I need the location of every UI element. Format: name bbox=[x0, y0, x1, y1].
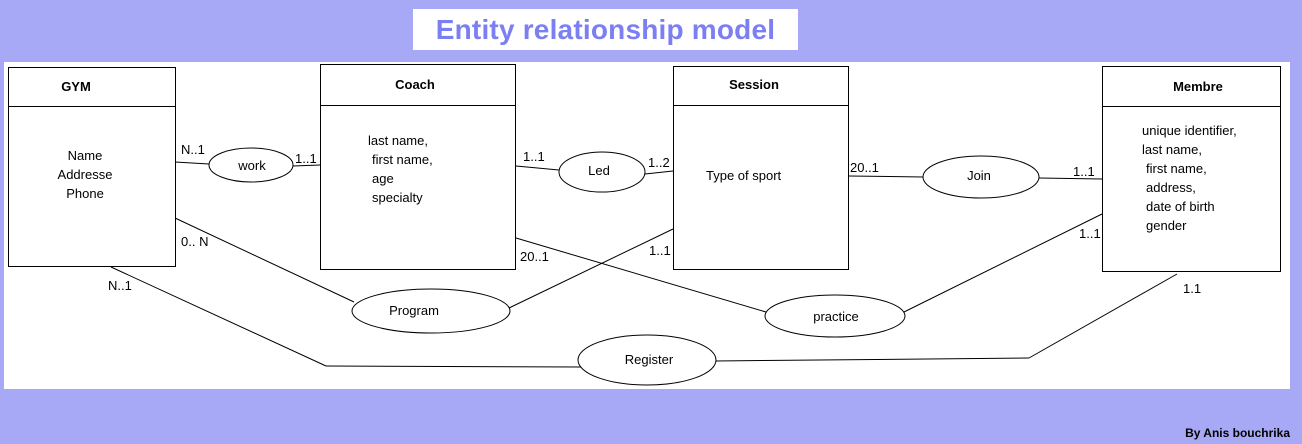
rel-led-label: Led bbox=[588, 163, 610, 178]
line-gym-program bbox=[174, 217, 355, 303]
line-program-session bbox=[508, 228, 674, 309]
card-membre-join: 1..1 bbox=[1073, 164, 1095, 179]
membre-attr-gender: gender bbox=[1146, 218, 1187, 233]
rel-register bbox=[577, 334, 717, 386]
card-session-join: 20..1 bbox=[850, 160, 879, 175]
membre-attr-first-name: first name, bbox=[1146, 161, 1207, 176]
rel-program-label: Program bbox=[389, 303, 439, 318]
rel-practice-label: practice bbox=[813, 309, 859, 324]
rel-join bbox=[922, 155, 1040, 199]
membre-attr-id: unique identifier, bbox=[1142, 123, 1237, 138]
line-practice-membre bbox=[903, 213, 1103, 313]
gym-header: GYM bbox=[61, 79, 91, 94]
card-membre-register: 1.1 bbox=[1183, 281, 1201, 296]
card-coach-led: 1..1 bbox=[523, 149, 545, 164]
membre-header: Membre bbox=[1173, 79, 1223, 94]
session-attr-type: Type of sport bbox=[706, 168, 782, 183]
diagram-title: Entity relationship model bbox=[435, 13, 776, 45]
card-membre-practice: 1..1 bbox=[1079, 226, 1101, 241]
session-box bbox=[673, 66, 849, 270]
card-session-led: 1..2 bbox=[648, 155, 670, 170]
entity-coach: Coach last name, first name, age special… bbox=[320, 64, 516, 270]
cardinalities: N..1 1..1 1..1 1..2 20..1 1..1 0.. N 20.… bbox=[108, 142, 1201, 296]
card-gym-work: N..1 bbox=[181, 142, 205, 157]
card-session-program: 1..1 bbox=[649, 243, 671, 258]
session-header: Session bbox=[729, 77, 779, 92]
gym-attr-name: Name bbox=[68, 148, 103, 163]
membre-attr-address: address, bbox=[1146, 180, 1196, 195]
rel-program bbox=[351, 288, 511, 334]
coach-attr-specialty: specialty bbox=[372, 190, 423, 205]
relationships bbox=[208, 147, 1040, 386]
coach-header: Coach bbox=[395, 77, 435, 92]
title-box: Entity relationship model bbox=[413, 9, 798, 50]
line-register-membre-a bbox=[714, 357, 1030, 362]
line-gym-register-a bbox=[110, 266, 327, 367]
membre-attr-last-name: last name, bbox=[1142, 142, 1202, 157]
line-led-session bbox=[644, 170, 674, 175]
line-gym-work bbox=[174, 161, 210, 165]
membre-attr-dob: date of birth bbox=[1146, 199, 1215, 214]
rel-practice bbox=[764, 294, 906, 338]
card-coach-practice: 20..1 bbox=[520, 249, 549, 264]
gym-box bbox=[8, 67, 176, 267]
membre-box bbox=[1102, 66, 1281, 272]
line-session-join bbox=[848, 175, 924, 178]
rel-join-label: Join bbox=[967, 168, 991, 183]
line-register-membre-b bbox=[1028, 273, 1178, 359]
gym-attr-address: Addresse bbox=[58, 167, 113, 182]
line-gym-register-b bbox=[325, 365, 582, 368]
rel-register-label: Register bbox=[625, 352, 674, 367]
entity-session: Session Type of sport bbox=[673, 66, 849, 270]
coach-attr-first-name: first name, bbox=[372, 152, 433, 167]
diagram-canvas: GYM Name Addresse Phone Coach last name,… bbox=[4, 62, 1290, 389]
line-coach-practice bbox=[515, 237, 767, 313]
rel-work-label: work bbox=[237, 158, 266, 173]
rel-led bbox=[558, 151, 646, 193]
gym-attr-phone: Phone bbox=[66, 186, 104, 201]
line-coach-led bbox=[515, 165, 560, 171]
line-join-membre bbox=[1038, 177, 1103, 180]
coach-attr-last-name: last name, bbox=[368, 133, 428, 148]
connector-lines bbox=[110, 161, 1178, 368]
coach-box bbox=[320, 64, 516, 270]
coach-attr-age: age bbox=[372, 171, 394, 186]
author-credit: By Anis bouchrika bbox=[1185, 426, 1290, 440]
rel-work bbox=[208, 147, 294, 183]
line-work-coach bbox=[292, 164, 321, 167]
card-coach-work: 1..1 bbox=[295, 151, 317, 166]
entity-gym: GYM Name Addresse Phone bbox=[8, 67, 176, 267]
card-gym-register: N..1 bbox=[108, 278, 132, 293]
er-diagram: GYM Name Addresse Phone Coach last name,… bbox=[8, 64, 1281, 386]
entity-membre: Membre unique identifier, last name, fir… bbox=[1102, 66, 1281, 272]
card-gym-program: 0.. N bbox=[181, 234, 208, 249]
